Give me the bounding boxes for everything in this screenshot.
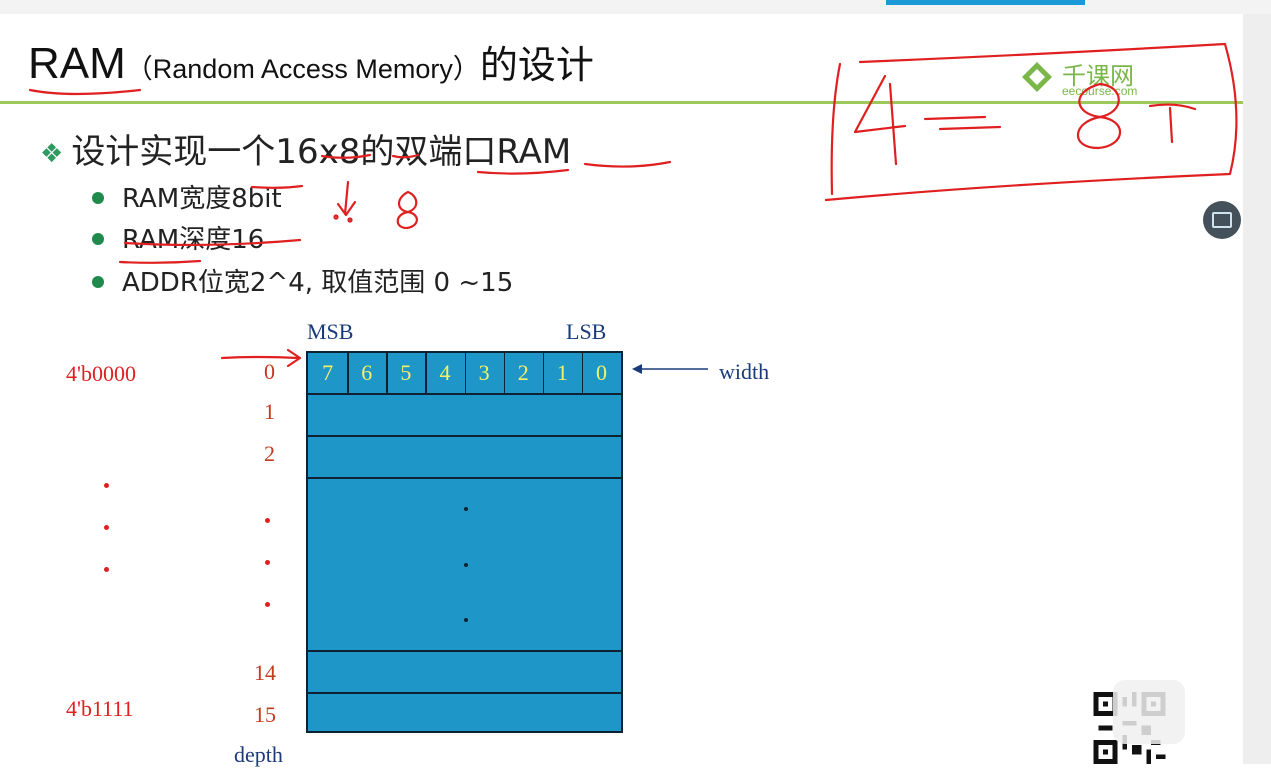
bullet-width: RAM宽度8bit — [92, 178, 282, 215]
logo-icon — [1022, 62, 1052, 92]
bullet-dot-icon — [92, 191, 104, 204]
bit-cell-5: 5 — [400, 360, 412, 385]
row-label-2: 2 — [264, 441, 275, 466]
ellipsis-dot — [265, 560, 270, 565]
row-divider — [308, 393, 621, 395]
ink-dot — [333, 214, 339, 220]
bit-cell-6: 6 — [361, 360, 373, 385]
bullet-depth: RAM深度16 — [92, 219, 264, 256]
pointer-arrow-icon — [220, 348, 302, 368]
title-suffix: 的设计 — [479, 43, 594, 87]
row-label-14: 14 — [254, 660, 276, 685]
bullet-text: RAM宽度8bit — [122, 184, 282, 214]
ellipsis-dot — [104, 567, 109, 572]
bit-divider — [425, 353, 427, 393]
bit-divider — [464, 353, 466, 393]
lead-bullet: ❖设计实现一个16x8的双端口RAM — [40, 124, 571, 173]
ellipsis-dot — [464, 618, 468, 622]
bit-divider — [386, 353, 388, 393]
ellipsis-dot — [265, 518, 270, 523]
ellipsis-dot — [464, 507, 468, 511]
underline-ram2 — [583, 160, 672, 168]
row-divider — [308, 650, 621, 652]
row-divider — [308, 477, 621, 479]
handwritten-dash — [923, 115, 1002, 131]
bit-divider — [581, 353, 584, 393]
ink-dot — [347, 217, 353, 223]
bit-cell-4: 4 — [439, 360, 451, 385]
bullet-dot-icon — [92, 275, 104, 288]
addr-first: 4'b0000 — [66, 361, 136, 386]
msb-label: MSB — [307, 319, 354, 344]
memory-array: 7 6 5 4 3 2 1 0 — [306, 351, 623, 733]
chat-bubble-overlay[interactable] — [1113, 680, 1185, 744]
handwritten-tail — [1148, 103, 1197, 144]
handwritten-8 — [396, 190, 418, 230]
bullet-text: ADDR位宽2^4, 取值范围 0 ~15 — [122, 268, 514, 298]
right-scroll-strip[interactable] — [1243, 14, 1271, 764]
bit-cell-7: 7 — [322, 360, 334, 385]
handwritten-4 — [853, 74, 907, 166]
width-label: width — [719, 359, 770, 384]
bullet-addr: ADDR位宽2^4, 取值范围 0 ~15 — [92, 262, 513, 299]
ellipsis-dot — [104, 525, 109, 530]
bit-cell-1: 1 — [556, 360, 568, 385]
row-label-1: 1 — [264, 399, 275, 424]
course-logo: 千课网 eecourse.com — [1020, 56, 1160, 98]
width-arrow-icon — [632, 364, 708, 374]
slide-title: RAM（Random Access Memory）的设计 — [28, 34, 594, 94]
title-divider — [0, 101, 1243, 104]
addr-last: 4'b1111 — [66, 696, 134, 721]
row-label-15: 15 — [254, 702, 276, 727]
bullet-text: RAM深度16 — [122, 225, 265, 255]
slide-canvas: RAM（Random Access Memory）的设计 千课网 eecours… — [0, 14, 1243, 767]
down-arrow-icon — [336, 180, 357, 217]
bit-cell-0: 0 — [595, 360, 607, 385]
depth-label: depth — [234, 742, 283, 767]
lsb-label: LSB — [566, 319, 607, 344]
ellipsis-dot — [464, 563, 468, 567]
row-label-0: 0 — [264, 359, 275, 384]
bit-cell-2: 2 — [517, 360, 529, 385]
progress-accent — [886, 0, 1085, 5]
bit-cell-3: 3 — [478, 360, 490, 385]
ellipsis-dot — [265, 602, 270, 607]
row-divider — [308, 692, 621, 694]
bullet-dot-icon — [92, 232, 104, 245]
row-divider — [308, 435, 621, 437]
bit-divider — [542, 353, 545, 393]
bit-divider — [503, 353, 506, 393]
screen-cast-button[interactable] — [1203, 201, 1241, 239]
title-paren: （Random Access Memory） — [125, 54, 480, 84]
lead-bullet-text: 设计实现一个16x8的双端口RAM — [71, 132, 572, 172]
bit-divider — [347, 353, 349, 393]
monitor-icon — [1212, 212, 1232, 228]
logo-url: eecourse.com — [1062, 84, 1138, 98]
title-main: RAM — [28, 39, 126, 88]
diamond-bullet-icon: ❖ — [40, 138, 64, 169]
ellipsis-dot — [104, 483, 109, 488]
